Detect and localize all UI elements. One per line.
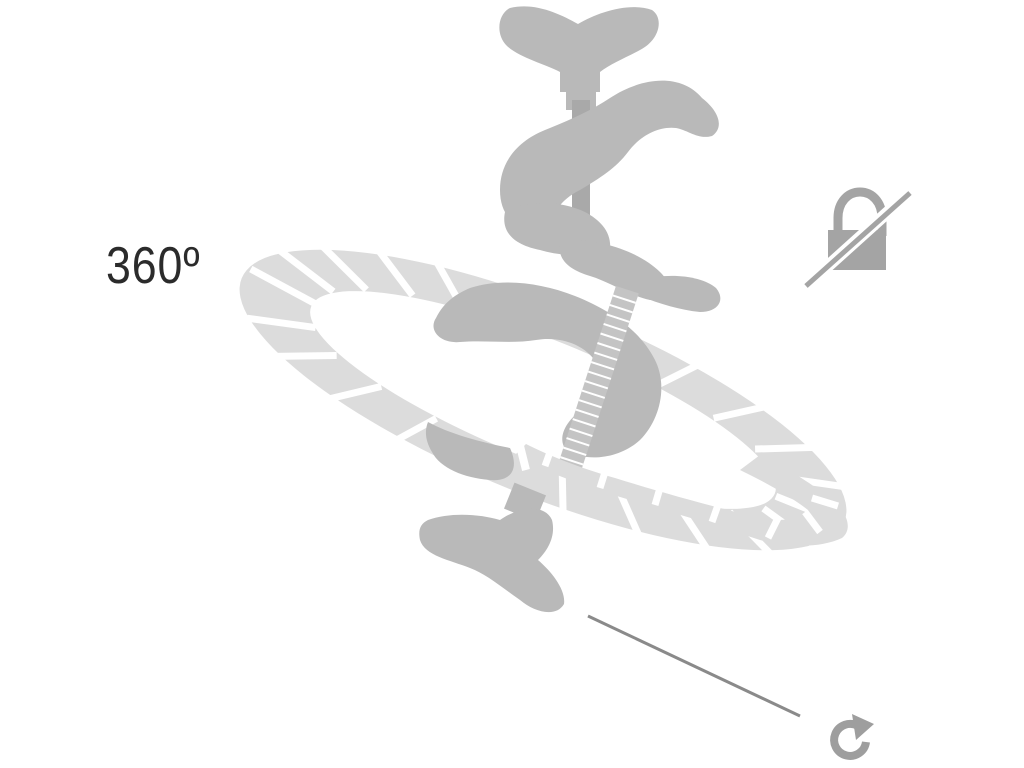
upper-clamp-body [500, 80, 721, 312]
bottom-wing-knob [419, 482, 565, 613]
rotation-axis-line [587, 614, 801, 718]
threaded-screw [557, 285, 639, 475]
lock-disabled-icon [803, 187, 913, 289]
rotation-degree-label: 360º [106, 237, 201, 295]
rotate-icon [830, 714, 874, 760]
rotation-ring-front [515, 444, 848, 546]
top-wing-knob [499, 6, 659, 110]
